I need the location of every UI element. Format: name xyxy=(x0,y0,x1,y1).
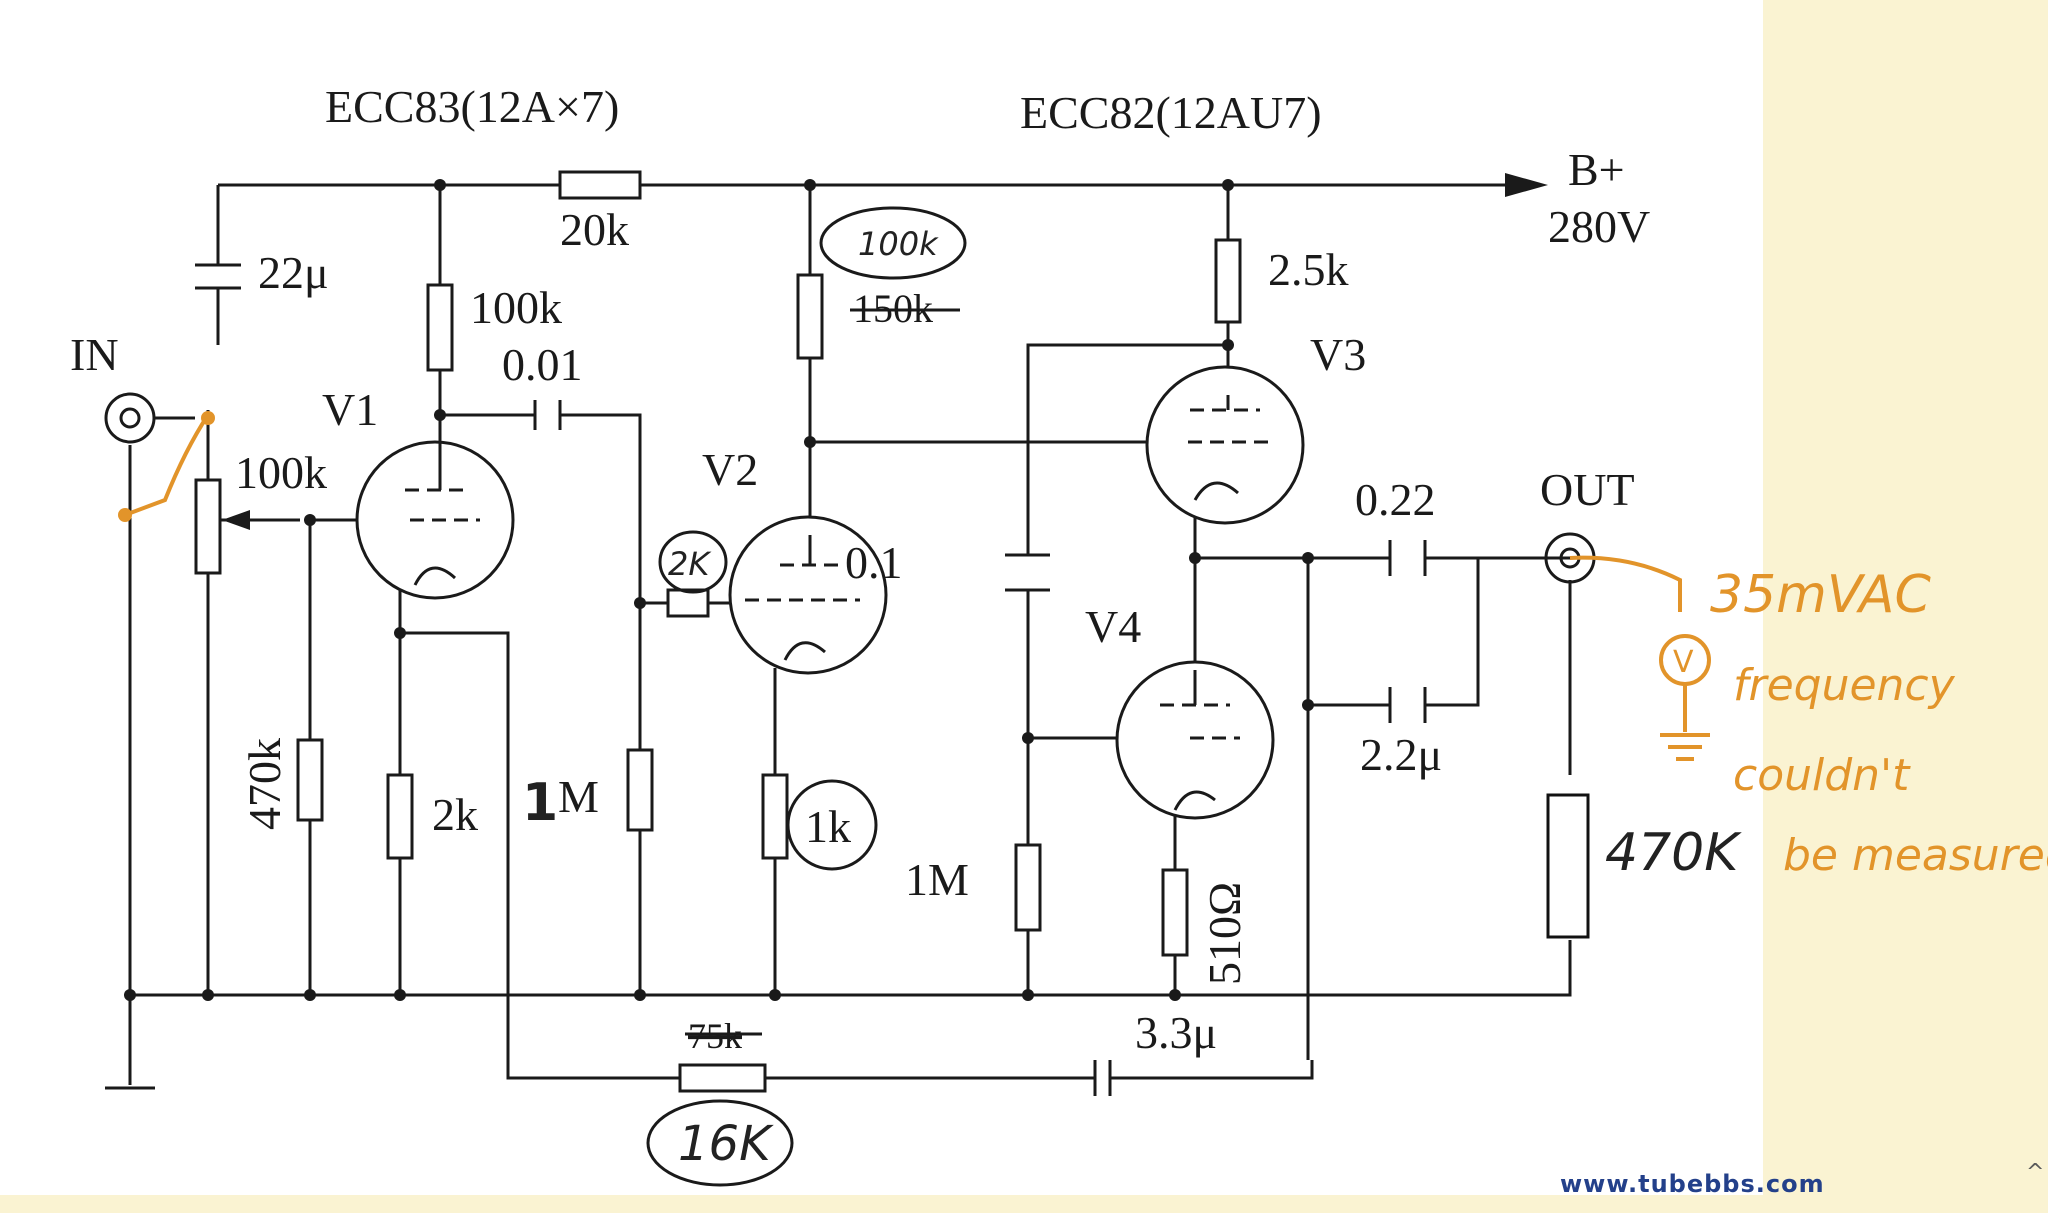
label-100k-new: 100k xyxy=(858,225,939,263)
b-plus-voltage: 280V xyxy=(1548,201,1650,252)
label-grid-r-suffix: M xyxy=(558,771,599,822)
label-100k-plate: 100k xyxy=(470,282,562,333)
tube-label-v1: V1 xyxy=(322,384,378,435)
resistor-grid-stopper xyxy=(666,588,710,618)
label-1k: 1k xyxy=(805,801,851,852)
resistor-grid-v2 xyxy=(626,748,654,832)
b-plus-arrow xyxy=(1505,173,1548,197)
meter-lead xyxy=(1569,555,1682,612)
label-0.22: 0.22 xyxy=(1355,474,1436,525)
tube-label-v2: V2 xyxy=(702,444,758,495)
tube-type-label-v3v4: ECC82(12AU7) xyxy=(1020,87,1322,138)
resistor-1M xyxy=(1014,843,1042,932)
tube-type-label-v1v2: ECC83(12A×7) xyxy=(325,81,619,132)
label-0.1: 0.1 xyxy=(845,537,903,588)
label-510: 510Ω xyxy=(1199,882,1250,985)
meter-symbol: V xyxy=(1673,645,1694,680)
label-3.3u: 3.3μ xyxy=(1135,1007,1217,1058)
resistor-20k xyxy=(558,170,642,200)
resistor-2k xyxy=(386,773,414,860)
input-jack xyxy=(104,392,195,444)
label-2k-new: 2K xyxy=(668,545,712,583)
input-wire-mod xyxy=(124,413,210,517)
pot-wiper-arrow xyxy=(222,510,250,530)
note-line-2: couldn't xyxy=(1733,750,1911,801)
note-line-1: frequency xyxy=(1733,660,1956,711)
tube-label-v4: V4 xyxy=(1085,601,1141,652)
capacitor-0.01 xyxy=(533,400,562,430)
tube-v2 xyxy=(728,515,888,675)
page-margin xyxy=(0,1195,2048,1213)
tube-v3 xyxy=(1145,365,1305,525)
label-22u: 22μ xyxy=(258,247,329,298)
label-1M: 1M xyxy=(905,854,969,905)
tube-v4 xyxy=(1115,660,1275,820)
label-20k: 20k xyxy=(560,204,629,255)
capacitor-0.1 xyxy=(1005,553,1050,592)
measured-voltage: 35mVAC xyxy=(1710,565,1931,625)
tube-label-v3: V3 xyxy=(1310,329,1366,380)
label-470k-handwritten: 470K xyxy=(1605,823,1742,883)
output-label: OUT xyxy=(1540,464,1635,515)
label-2k: 2k xyxy=(432,789,478,840)
watermark: www.tubebbs.com xyxy=(1560,1170,1825,1198)
scroll-up-icon[interactable]: ^ xyxy=(2026,1160,2045,1185)
label-pot-100k: 100k xyxy=(235,447,327,498)
capacitors xyxy=(195,263,1427,1096)
capacitor-2.2u xyxy=(1388,687,1427,723)
label-0.01: 0.01 xyxy=(502,339,583,390)
label-2.5k: 2.5k xyxy=(1268,244,1349,295)
b-plus-label: B+ xyxy=(1568,144,1625,195)
resistor-510 xyxy=(1161,868,1189,957)
junction-dots xyxy=(124,179,1314,1001)
label-470k: 470k xyxy=(239,738,290,830)
capacitor-3.3u xyxy=(1093,1060,1112,1096)
meter-ground xyxy=(1660,684,1710,761)
handwritten-values: 100k 2K 1k 16K 470K xyxy=(646,206,1742,1187)
label-2.2u: 2.2μ xyxy=(1360,729,1442,780)
label-75k-crossed: 75k xyxy=(688,1016,742,1056)
label-grid-r-handwritten: 1 xyxy=(522,773,558,833)
capacitor-0.22 xyxy=(1388,540,1427,576)
capacitor-22u xyxy=(195,263,241,290)
resistor-470k-handdrawn xyxy=(1546,793,1590,939)
resistor-100k-plate-v1 xyxy=(426,283,454,372)
resistor-470k xyxy=(296,738,324,822)
resistor-feedback xyxy=(678,1063,767,1093)
potentiometer-100k xyxy=(194,478,222,575)
resistor-1k xyxy=(761,773,789,860)
resistor-2.5k xyxy=(1214,238,1242,324)
label-16k-new: 16K xyxy=(678,1116,774,1172)
measurement-notes: 35mVAC V frequency couldn't be measured xyxy=(1673,565,2048,881)
tube-v1 xyxy=(355,440,515,600)
orange-annotations xyxy=(118,411,1711,761)
resistor-plate-v2 xyxy=(796,273,824,360)
input-label: IN xyxy=(70,329,119,380)
note-line-3: be measured xyxy=(1783,830,2048,881)
resistors xyxy=(194,170,1590,1093)
printed-labels: ECC83(12A×7) ECC82(12AU7) B+ 280V IN OUT… xyxy=(70,81,1650,1058)
